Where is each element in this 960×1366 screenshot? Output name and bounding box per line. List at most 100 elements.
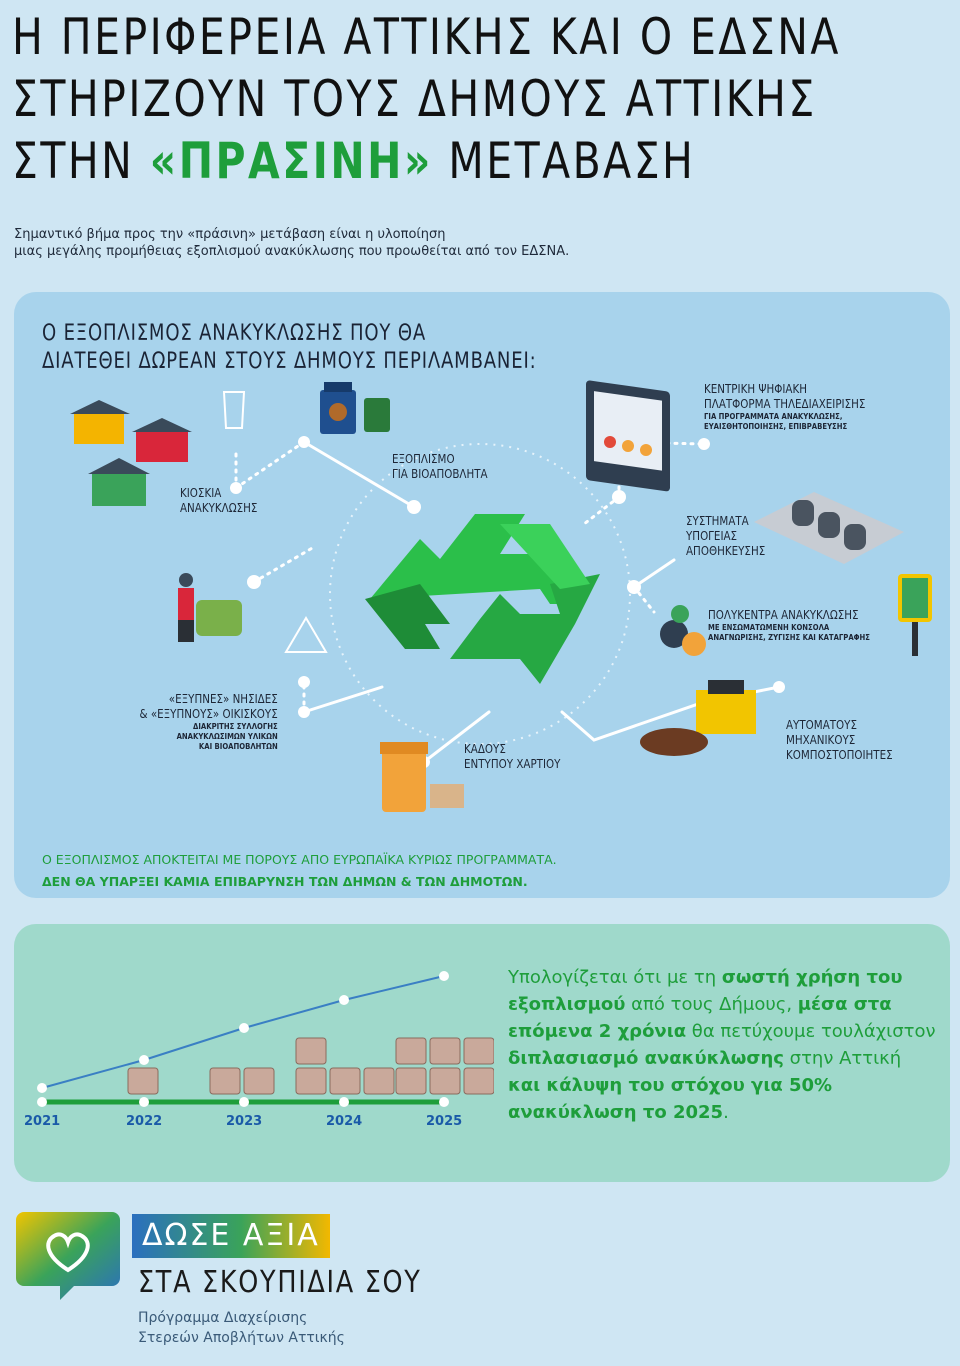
forecast-bold-1: σωστή χρήση του εξοπλισμού (508, 967, 903, 1015)
label-multicenter: ΠΟΛΥΚΕΝΤΡΑ ΑΝΑΚΥΚΛΩΣΗΣ ΜΕ ΕΝΣΩΜΑΤΩΜΕΝΗ Κ… (708, 608, 870, 643)
node-underground (627, 580, 641, 594)
label-paper: ΚΑΔΟΥΣ ΕΝΤΥΠΟΥ ΧΑΡΤΙΟΥ (464, 742, 560, 772)
forecast-bold-2: μέσα στα επόμενα 2 χρόνια (508, 994, 892, 1042)
node-composter (773, 681, 785, 693)
forecast-text-1: Υπολογίζεται ότι με τη (508, 967, 722, 988)
connector-bio (302, 440, 416, 509)
label-platform-small-2: ΕΥΑΙΣΘΗΤΟΠΟΙΗΣΗΣ, ΕΠΙΒΡΑΒΕΥΣΗΣ (704, 422, 848, 431)
connector-worker (252, 545, 316, 584)
year-label-2024: 2024 (326, 1114, 363, 1129)
forecast-timeline (37, 971, 494, 1107)
title-line-1: Η ΠΕΡΙΦΕΡΕΙΑ ΑΤΤΙΚΗΣ ΚΑΙ Ο ΕΔΣΝΑ (12, 8, 841, 66)
connector-kiosk (234, 440, 306, 490)
waste-bale (295, 1067, 327, 1095)
label-smart-line-1: «ΕΞΥΠΝΕΣ» ΝΗΣΙΔΕΣ (169, 692, 278, 706)
timeline-point (339, 1097, 349, 1107)
node-smart-2 (298, 676, 310, 688)
waste-bale (243, 1067, 275, 1095)
equipment-diagram (70, 380, 932, 812)
forecast-text: Υπολογίζεται ότι με τη σωστή χρήση του ε… (508, 964, 938, 1126)
title-line-2: ΣΤΗΡΙΖΟΥΝ ΤΟΥΣ ΔΗΜΟΥΣ ΑΤΤΙΚΗΣ (12, 70, 817, 128)
title-highlight: «ΠΡΑΣΙΝΗ» (149, 132, 433, 190)
waste-bale (395, 1067, 427, 1095)
node-platform-a (612, 490, 626, 504)
label-platform-line-1: ΚΕΝΤΡΙΚΗ ΨΗΦΙΑΚΗ (704, 382, 808, 396)
forecast-text-5: . (723, 1102, 729, 1123)
year-label-2021: 2021 (24, 1114, 61, 1129)
label-bio-line-2: ΓΙΑ ΒΙΟΑΠΟΒΛΗΤΑ (392, 467, 488, 481)
forecast-bold-3: διπλασιασμό ανακύκλωσης (508, 1048, 784, 1069)
equipment-title-line-2: ΔΙΑΤΕΘΕΙ ΔΩΡΕΑΝ ΣΤΟΥΣ ΔΗΜΟΥΣ ΠΕΡΙΛΑΜΒΑΝΕ… (42, 349, 537, 374)
trend-point (439, 971, 449, 981)
node-bio-top (298, 436, 310, 448)
composter-icon (640, 680, 756, 756)
kiosk-icon (70, 400, 192, 506)
node-smart (298, 706, 310, 718)
brand-subtitle-line-2: Στερεών Αποβλήτων Αττικής (138, 1330, 345, 1346)
recycle-icon (365, 514, 600, 684)
bio-bin-icon (320, 382, 390, 434)
timeline-point (439, 1097, 449, 1107)
waste-bale (429, 1037, 461, 1065)
waste-bale (429, 1067, 461, 1095)
waste-bale (295, 1037, 327, 1065)
waste-bale (395, 1037, 427, 1065)
forecast-text-3: θα πετύχουμε τουλάχιστον (686, 1021, 936, 1042)
label-composters-line-2: ΜΗΧΑΝΙΚΟΥΣ (786, 733, 856, 747)
node-kiosk (230, 482, 242, 494)
brand-tag: ΔΩΣΕ ΑΞΙΑ (132, 1214, 330, 1258)
waste-bale (463, 1037, 494, 1065)
label-platform: ΚΕΝΤΡΙΚΗ ΨΗΦΙΑΚΗ ΠΛΑΤΦΟΡΜΑ ΤΗΛΕΔΙΑΧΕΙΡΙΣ… (704, 382, 865, 432)
trend-point (139, 1055, 149, 1065)
recycle-sign-icon (898, 574, 932, 656)
smart-island-recycle-icon (284, 616, 328, 653)
trend-point (339, 995, 349, 1005)
center-dotted-circle (329, 443, 631, 745)
paper-bin-icon (380, 742, 464, 812)
brand-subtitle: Πρόγραμμα Διαχείρισης Στερεών Αποβλήτων … (138, 1308, 345, 1348)
connector-underground (632, 558, 676, 589)
label-bio-line-1: ΕΞΟΠΛΙΣΜΟ (392, 452, 455, 466)
recycle-bag-icon (222, 391, 246, 429)
label-smart-line-2: & «ΕΞΥΠΝΟΥΣ» ΟΙΚΙΣΚΟΥΣ (139, 707, 278, 721)
label-smart-small-1: ΔΙΑΚΡΙΤΗΣ ΣΥΛΛΟΓΗΣ (193, 722, 278, 731)
waste-bale (127, 1067, 159, 1095)
footnote-funding: Ο ΕΞΟΠΛΙΣΜΟΣ ΑΠΟΚΤΕΙΤΑΙ ΜΕ ΠΟΡΟΥΣ ΑΠΟ ΕΥ… (42, 852, 557, 867)
underground-system-icon (754, 492, 904, 564)
equipment-title-line-1: Ο ΕΞΟΠΛΙΣΜΟΣ ΑΝΑΚΥΚΛΩΣΗΣ ΠΟΥ ΘΑ (42, 321, 427, 346)
connector-smart (302, 685, 384, 714)
year-label-2025: 2025 (426, 1114, 463, 1129)
label-multicenter-small-2: ΑΝΑΓΝΩΡΙΣΗΣ, ΖΥΓΙΣΗΣ ΚΑΙ ΚΑΤΑΓΡΑΦΗΣ (708, 633, 870, 642)
label-composters-line-3: ΚΟΜΠΟΣΤΟΠΟΙΗΤΕΣ (786, 748, 893, 762)
forecast-bold-4: και κάλυψη του στόχου για 50% ανακύκλωση… (508, 1075, 833, 1123)
label-kiosks-line-1: ΚΙΟΣΚΙΑ (180, 486, 222, 500)
heart-recycle-logo-icon (16, 1212, 120, 1300)
label-bio: ΕΞΟΠΛΙΣΜΟ ΓΙΑ ΒΙΟΑΠΟΒΛΗΤΑ (392, 452, 488, 482)
label-multicenter-line-1: ΠΟΛΥΚΕΝΤΡΑ ΑΝΑΚΥΚΛΩΣΗΣ (708, 608, 859, 622)
forecast-text-2: από τους Δήμους, (625, 994, 798, 1015)
label-underground-line-2: ΥΠΟΓΕΙΑΣ (686, 529, 738, 543)
label-smart: «ΕΞΥΠΝΕΣ» ΝΗΣΙΔΕΣ & «ΕΞΥΠΝΟΥΣ» ΟΙΚΙΣΚΟΥΣ… (140, 692, 278, 752)
main-title: Η ΠΕΡΙΦΕΡΕΙΑ ΑΤΤΙΚΗΣ ΚΑΙ Ο ΕΔΣΝΑ ΣΤΗΡΙΖΟ… (12, 6, 942, 192)
label-platform-small-1: ΓΙΑ ΠΡΟΓΡΑΜΜΑΤΑ ΑΝΑΚΥΚΛΩΣΗΣ, (704, 412, 843, 421)
footnote-no-charge: ΔΕΝ ΘΑ ΥΠΑΡΞΕΙ ΚΑΜΙΑ ΕΠΙΒΑΡΥΝΣΗ ΤΩΝ ΔΗΜΩ… (42, 874, 528, 889)
label-composters: ΑΥΤΟΜΑΤΟΥΣ ΜΗΧΑΝΙΚΟΥΣ ΚΟΜΠΟΣΤΟΠΟΙΗΤΕΣ (786, 718, 893, 763)
label-underground-line-1: ΣΥΣΤΗΜΑΤΑ (686, 514, 749, 528)
equipment-panel: Ο ΕΞΟΠΛΙΣΜΟΣ ΑΝΑΚΥΚΛΩΣΗΣ ΠΟΥ ΘΑ ΔΙΑΤΕΘΕΙ… (14, 292, 950, 898)
waste-bale (209, 1067, 241, 1095)
forecast-text-4: στην Αττική (783, 1048, 902, 1069)
brand-line-2: ΣΤΑ ΣΚΟΥΠΙΔΙΑ ΣΟΥ (138, 1265, 422, 1300)
node-bio (407, 500, 421, 514)
subtitle: Σημαντικό βήμα προς την «πράσινη» μετάβα… (14, 226, 914, 260)
subtitle-line-2: μιας μεγάλης προμήθειας εξοπλισμού ανακύ… (14, 244, 570, 259)
label-paper-line-1: ΚΑΔΟΥΣ (464, 742, 506, 756)
waste-bale (363, 1067, 395, 1095)
node-platform-b (698, 438, 710, 450)
title-line-3: ΣΤΗΝ «ΠΡΑΣΙΝΗ» ΜΕΤΑΒΑΣΗ (12, 130, 775, 192)
label-platform-line-2: ΠΛΑΤΦΟΡΜΑ ΤΗΛΕΔΙΑΧΕΙΡΙΣΗΣ (704, 397, 866, 411)
label-kiosks: ΚΙΟΣΚΙΑ ΑΝΑΚΥΚΛΩΣΗΣ (180, 486, 257, 516)
waste-bale (329, 1067, 361, 1095)
trend-point (37, 1083, 47, 1093)
connector-multicenter (632, 585, 656, 614)
brand-subtitle-line-1: Πρόγραμμα Διαχείρισης (138, 1310, 308, 1326)
